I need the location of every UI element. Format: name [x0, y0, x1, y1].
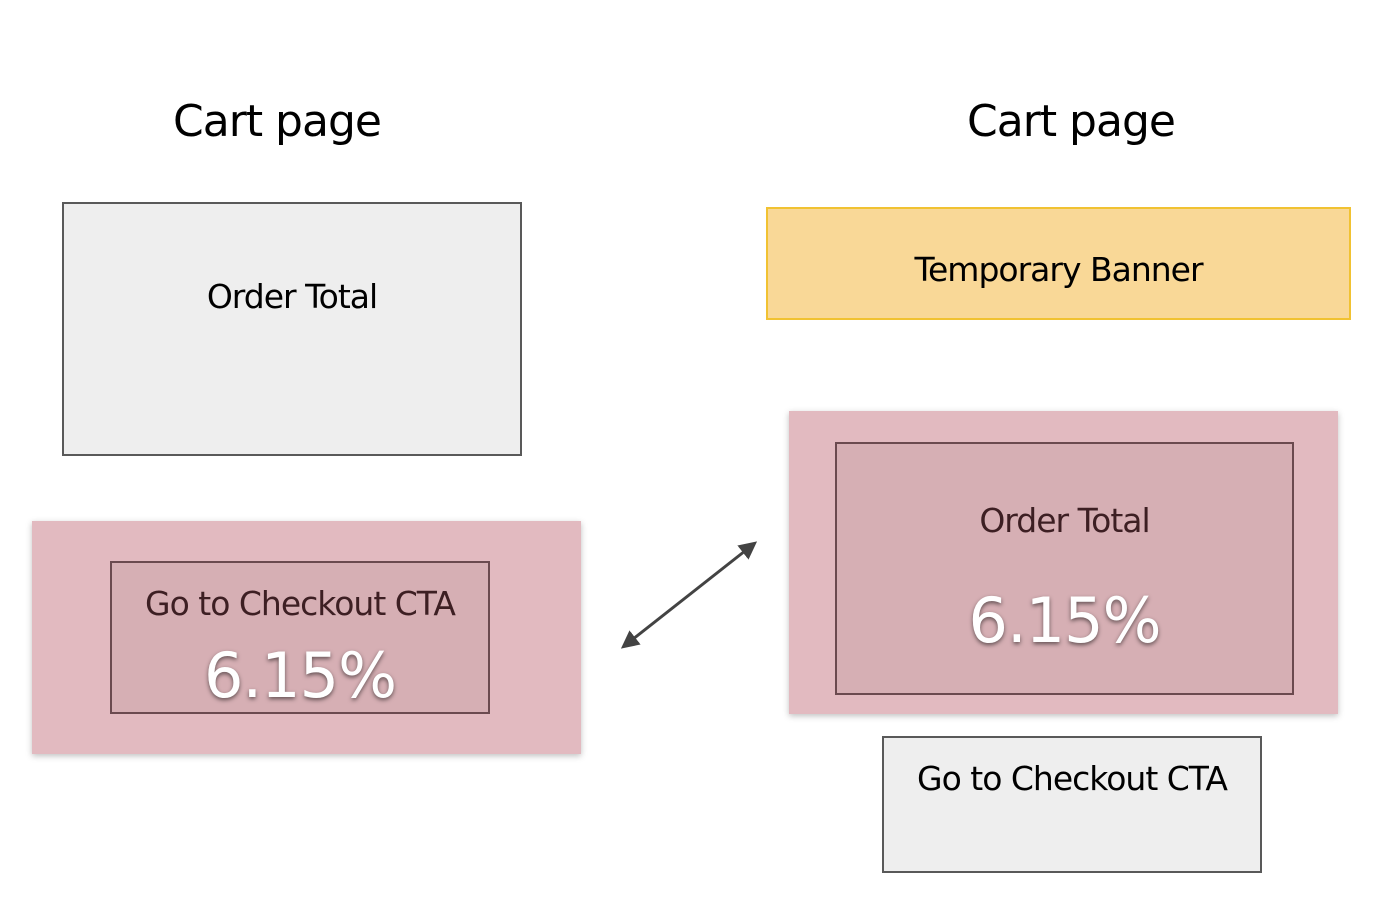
left-order-total-box: Order Total — [62, 202, 522, 456]
left-cta-metric: 6.15% — [204, 639, 397, 712]
right-order-total-label: Order Total — [979, 501, 1150, 540]
right-cta-box: Go to Checkout CTA — [882, 736, 1262, 873]
left-order-total-label: Order Total — [206, 277, 378, 316]
right-order-total-highlight: Order Total 6.15% — [789, 411, 1338, 714]
right-order-total-box: Order Total 6.15% — [835, 442, 1294, 695]
right-page-title: Cart page — [967, 96, 1176, 147]
temporary-banner-label: Temporary Banner — [914, 250, 1203, 289]
left-cta-label: Go to Checkout CTA — [145, 584, 456, 623]
right-order-total-metric: 6.15% — [968, 584, 1162, 657]
temporary-banner: Temporary Banner — [766, 207, 1351, 320]
right-cta-label: Go to Checkout CTA — [917, 759, 1228, 798]
swap-double-arrow-icon — [620, 541, 758, 649]
left-cta-box: Go to Checkout CTA 6.15% — [110, 561, 490, 714]
left-page-title: Cart page — [173, 96, 382, 147]
left-cta-highlight: Go to Checkout CTA 6.15% — [32, 521, 581, 754]
